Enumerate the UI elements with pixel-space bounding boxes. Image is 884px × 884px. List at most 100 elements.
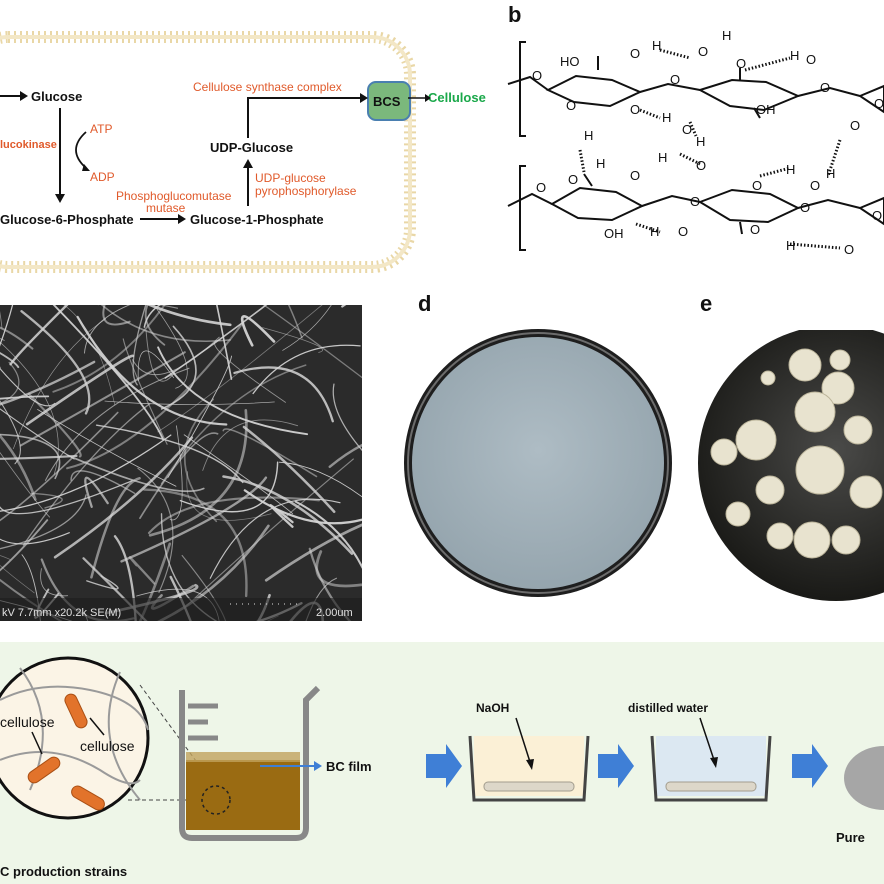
svg-text:O: O	[752, 178, 762, 193]
svg-text:O: O	[736, 56, 746, 71]
naoh-bath	[468, 717, 590, 802]
bacterium-2	[27, 756, 61, 784]
distilled-water-label: distilled water	[628, 701, 708, 715]
adp-label: ADP	[90, 170, 115, 184]
atp-adp-arrow	[75, 131, 87, 169]
svg-text:O: O	[872, 208, 882, 223]
svg-text:O: O	[568, 172, 578, 187]
bc-sphere	[760, 370, 776, 386]
svg-text:O: O	[806, 52, 816, 67]
panel-e-label: e	[700, 291, 712, 316]
bcs-label: BCS	[373, 94, 401, 109]
svg-text:H: H	[722, 28, 731, 43]
flow-arrow-1	[426, 744, 462, 788]
nanofiber	[147, 496, 321, 535]
naoh-label: NaOH	[476, 701, 509, 715]
nanofiber	[0, 433, 61, 480]
cellulose-label-2: cellulose	[80, 738, 135, 754]
svg-text:O: O	[820, 80, 830, 95]
bc-sphere	[795, 445, 845, 495]
svg-text:OH: OH	[756, 102, 776, 117]
pure-label: Pure	[836, 830, 865, 845]
svg-text:HO: HO	[560, 54, 580, 69]
nanofiber	[0, 408, 75, 460]
nanofiber	[25, 354, 135, 426]
svg-text:H: H	[584, 128, 593, 143]
nanofiber	[0, 454, 78, 460]
bc-sphere	[794, 391, 836, 433]
bc-sphere	[766, 522, 794, 550]
nanofiber	[282, 305, 332, 351]
pgm-label-2: mutase	[146, 201, 186, 215]
nanofiber	[86, 575, 119, 590]
cellulose-label-1: cellulose	[0, 714, 55, 730]
nanofiber	[148, 409, 248, 537]
panel-b-label: b	[508, 2, 521, 27]
nanofiber	[0, 494, 87, 550]
ugp-label-2: pyrophosphorylase	[255, 184, 357, 198]
nanofiber	[44, 367, 190, 481]
flow-arrow-3	[792, 744, 828, 788]
svg-text:H: H	[786, 238, 795, 253]
nanofiber	[287, 305, 303, 339]
hydrogen-bonds	[578, 48, 842, 250]
bc-sphere	[755, 475, 785, 505]
svg-text:O: O	[670, 72, 680, 87]
nanofiber	[0, 451, 51, 518]
nanofiber	[278, 461, 362, 498]
svg-text:O: O	[630, 168, 640, 183]
nanofiber	[233, 366, 334, 423]
svg-text:O: O	[566, 98, 576, 113]
nanofiber	[40, 568, 69, 597]
bc-sphere	[849, 475, 883, 509]
glucokinase-label: lucokinase	[0, 139, 57, 151]
g1p-label: Glucose-1-Phosphate	[190, 212, 324, 227]
nanofiber	[157, 305, 323, 433]
nanofiber	[332, 383, 362, 452]
nanofiber	[22, 402, 151, 546]
nanofiber	[0, 360, 96, 406]
nanofiber	[186, 471, 272, 521]
nanofiber	[30, 492, 63, 509]
water-bath	[650, 717, 772, 802]
nanofiber	[82, 557, 148, 621]
nanofiber	[95, 424, 244, 484]
bc-sphere	[735, 419, 777, 461]
nanofiber	[52, 305, 165, 441]
svg-text:O: O	[536, 180, 546, 195]
bc-sphere	[710, 438, 738, 466]
bacterium-3	[71, 785, 105, 811]
nanofiber	[240, 315, 276, 347]
strains-label: C production strains	[0, 864, 127, 879]
nanofiber	[202, 419, 299, 471]
nanofiber	[0, 305, 14, 347]
bc-film-in-dish	[412, 337, 664, 589]
cell-membrane	[0, 31, 416, 273]
nanofiber	[179, 461, 279, 513]
nanofiber	[0, 351, 20, 369]
nanofiber	[102, 305, 131, 326]
bc-sphere	[829, 349, 851, 371]
svg-text:H: H	[696, 134, 705, 149]
svg-text:H: H	[658, 150, 667, 165]
svg-text:O: O	[698, 44, 708, 59]
nanofiber	[145, 329, 175, 382]
svg-text:O: O	[874, 96, 884, 111]
svg-text:O: O	[678, 224, 688, 239]
udpg-label: UDP-Glucose	[210, 140, 293, 155]
svg-text:O: O	[844, 242, 854, 257]
bc-sphere	[843, 415, 873, 445]
bcs-complex	[367, 81, 411, 121]
nanofiber	[294, 500, 362, 570]
glucose-label: Glucose	[31, 89, 82, 104]
nanofiber	[0, 411, 119, 522]
nanofiber	[139, 432, 219, 520]
nanofiber	[222, 475, 354, 555]
bc-sphere	[725, 501, 751, 527]
panel-d-label: d	[418, 291, 431, 316]
nanofiber	[100, 305, 231, 342]
